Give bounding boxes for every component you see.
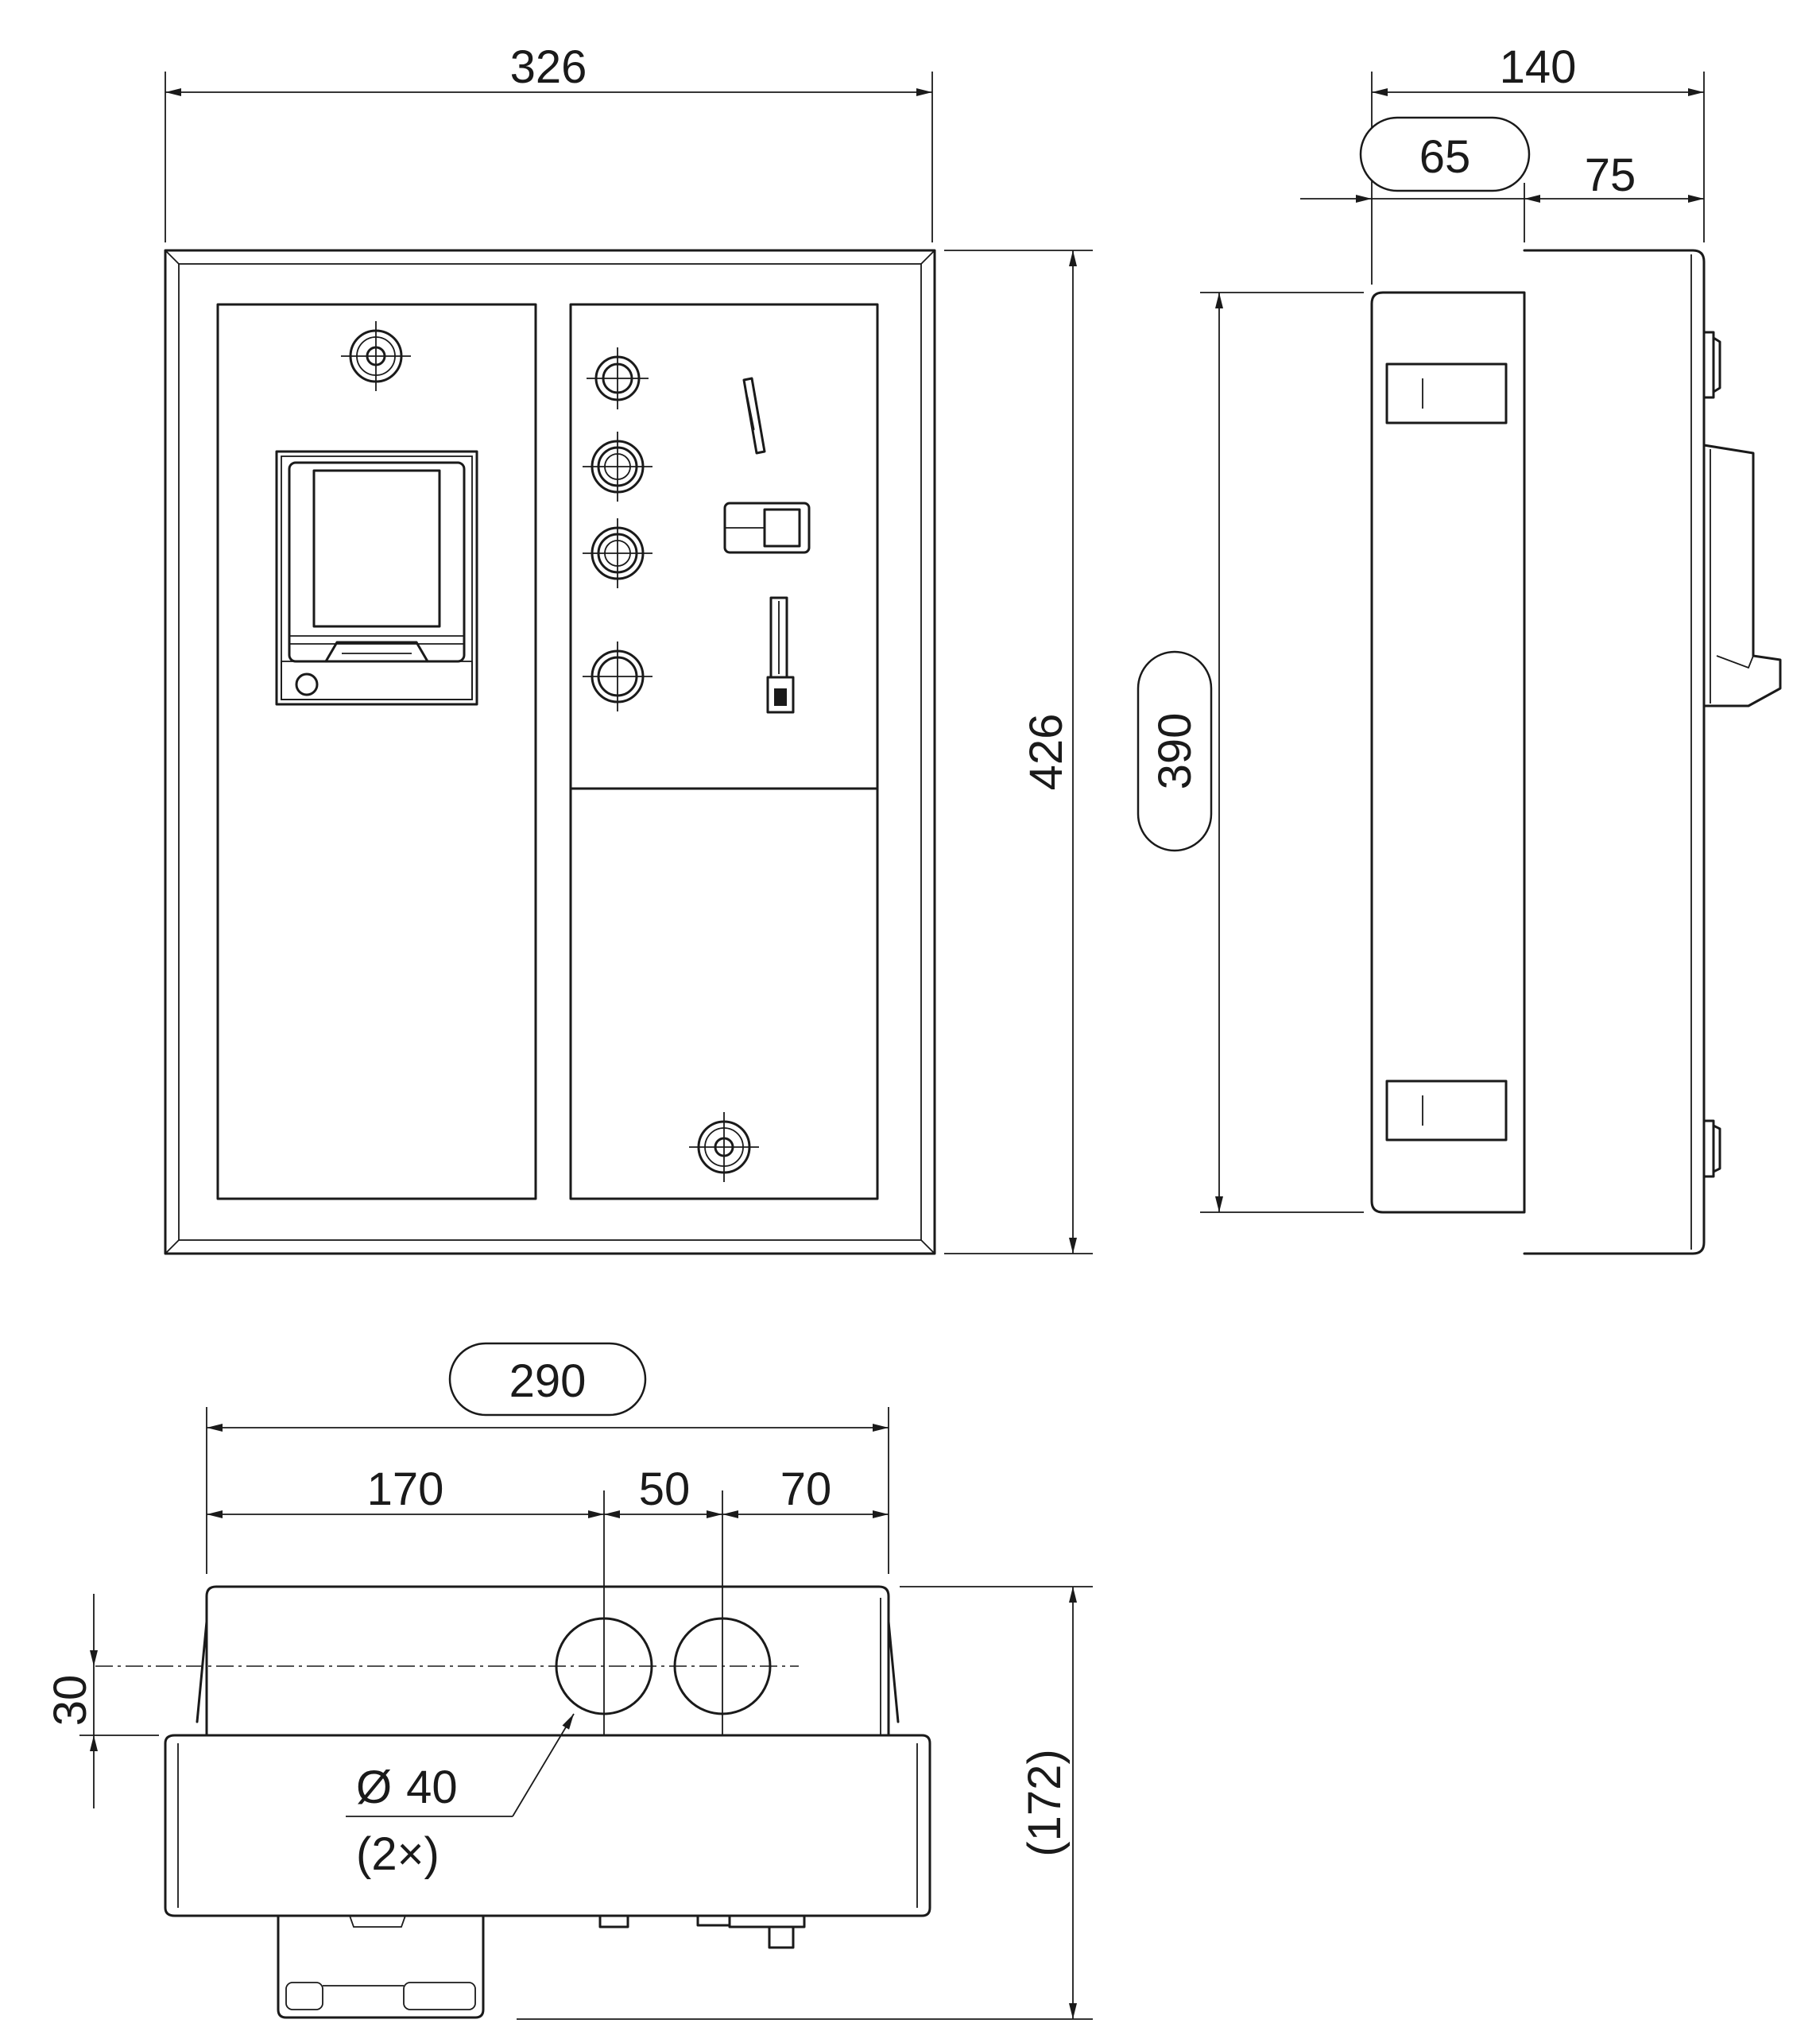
dim-front-height: 426 (1020, 714, 1072, 791)
fuse-icon (583, 432, 652, 502)
dim-side-depth-a: 65 (1419, 131, 1471, 183)
dim-bottom-width: 290 (509, 1355, 587, 1407)
dim-hole-diameter: 40 (406, 1762, 458, 1813)
right-lower-panel (569, 787, 879, 1200)
dim-bottom-depth: (172) (1019, 1749, 1071, 1856)
dim-side-depth-b: 75 (1585, 149, 1636, 201)
diameter-symbol: Ø (356, 1762, 392, 1813)
dim-front-width: 326 (510, 41, 587, 93)
meter-indicator (295, 673, 319, 696)
switch-icon (742, 377, 766, 455)
dim-bottom-offset-1: 170 (367, 1463, 444, 1515)
dim-side-depth: 140 (1500, 41, 1577, 93)
meter-window (275, 450, 478, 706)
svg-text:Ø40: Ø 40 (356, 1762, 458, 1813)
dim-bottom-spacing: 50 (639, 1463, 691, 1515)
meter-hood (277, 1914, 485, 2019)
lever-icon (766, 596, 795, 714)
dim-bottom-offset-2: 70 (780, 1463, 832, 1515)
lock-icon (689, 1112, 759, 1182)
front-view: 326 426 (164, 41, 1093, 1255)
dim-bottom-hole-offset: 30 (45, 1675, 96, 1727)
dim-hole-count: (2×) (356, 1828, 440, 1880)
bottom-view: 290 170 50 70 30 (172) Ø 40 (2×) (45, 1342, 1093, 2020)
rocker-switch (723, 502, 811, 554)
lock-icon (341, 321, 411, 391)
dim-side-height: 390 (1149, 713, 1201, 790)
fuse-icon (587, 347, 649, 409)
fuse-icon (583, 518, 652, 588)
fuse-icon (583, 642, 652, 711)
left-panel (216, 303, 537, 1200)
side-view: 140 65 75 390 (1137, 41, 1782, 1255)
